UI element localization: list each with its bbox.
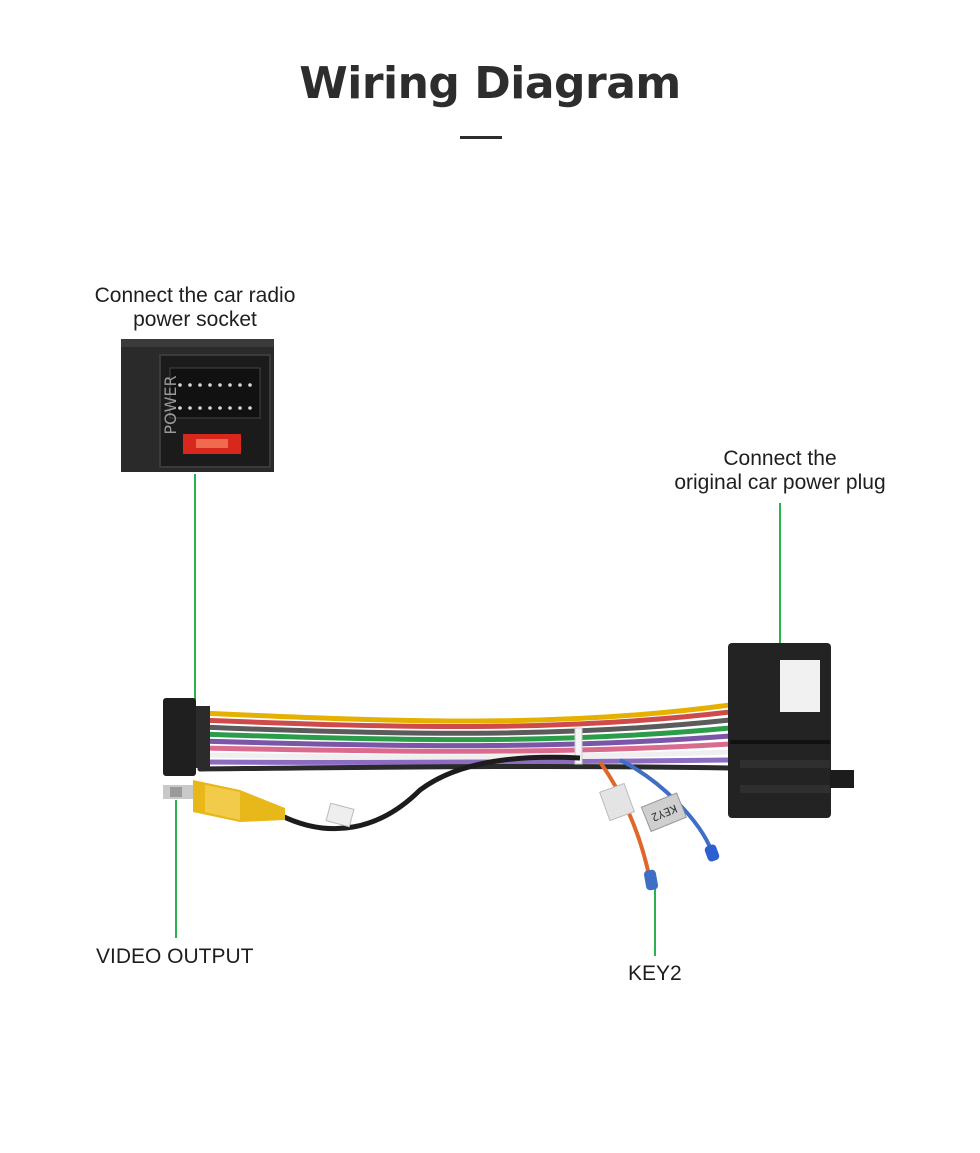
- socket-power-text: POWER: [161, 375, 180, 434]
- harness-connector-photo: [728, 643, 854, 818]
- connector-label-sticker: [780, 660, 820, 712]
- leader-lines: [175, 474, 781, 956]
- video-output-label: VIDEO OUTPUT: [96, 945, 254, 968]
- cable-tie: [574, 727, 583, 765]
- left-connector-photo: [163, 698, 210, 776]
- page-title: Wiring Diagram: [299, 58, 681, 109]
- wire-bundle: [197, 702, 733, 772]
- power-socket-photo: POWER: [121, 339, 274, 472]
- key2-label: KEY2: [628, 962, 682, 985]
- key-wire-photo: KEY2: [598, 758, 720, 891]
- socket-pins: [178, 383, 252, 410]
- socket-label: Connect the car radio power socket: [70, 284, 320, 332]
- title-underline: [460, 136, 502, 139]
- rca-plug-photo: [163, 754, 581, 832]
- socket-label-line2: power socket: [133, 308, 257, 331]
- cable-label-tag: [325, 802, 355, 828]
- plug-label-line2: original car power plug: [674, 471, 886, 494]
- plug-label: Connect the original car power plug: [650, 447, 910, 495]
- socket-label-line1: Connect the car radio: [94, 284, 296, 307]
- plug-label-line1: Connect the: [723, 447, 837, 470]
- key2-tag: [640, 792, 687, 833]
